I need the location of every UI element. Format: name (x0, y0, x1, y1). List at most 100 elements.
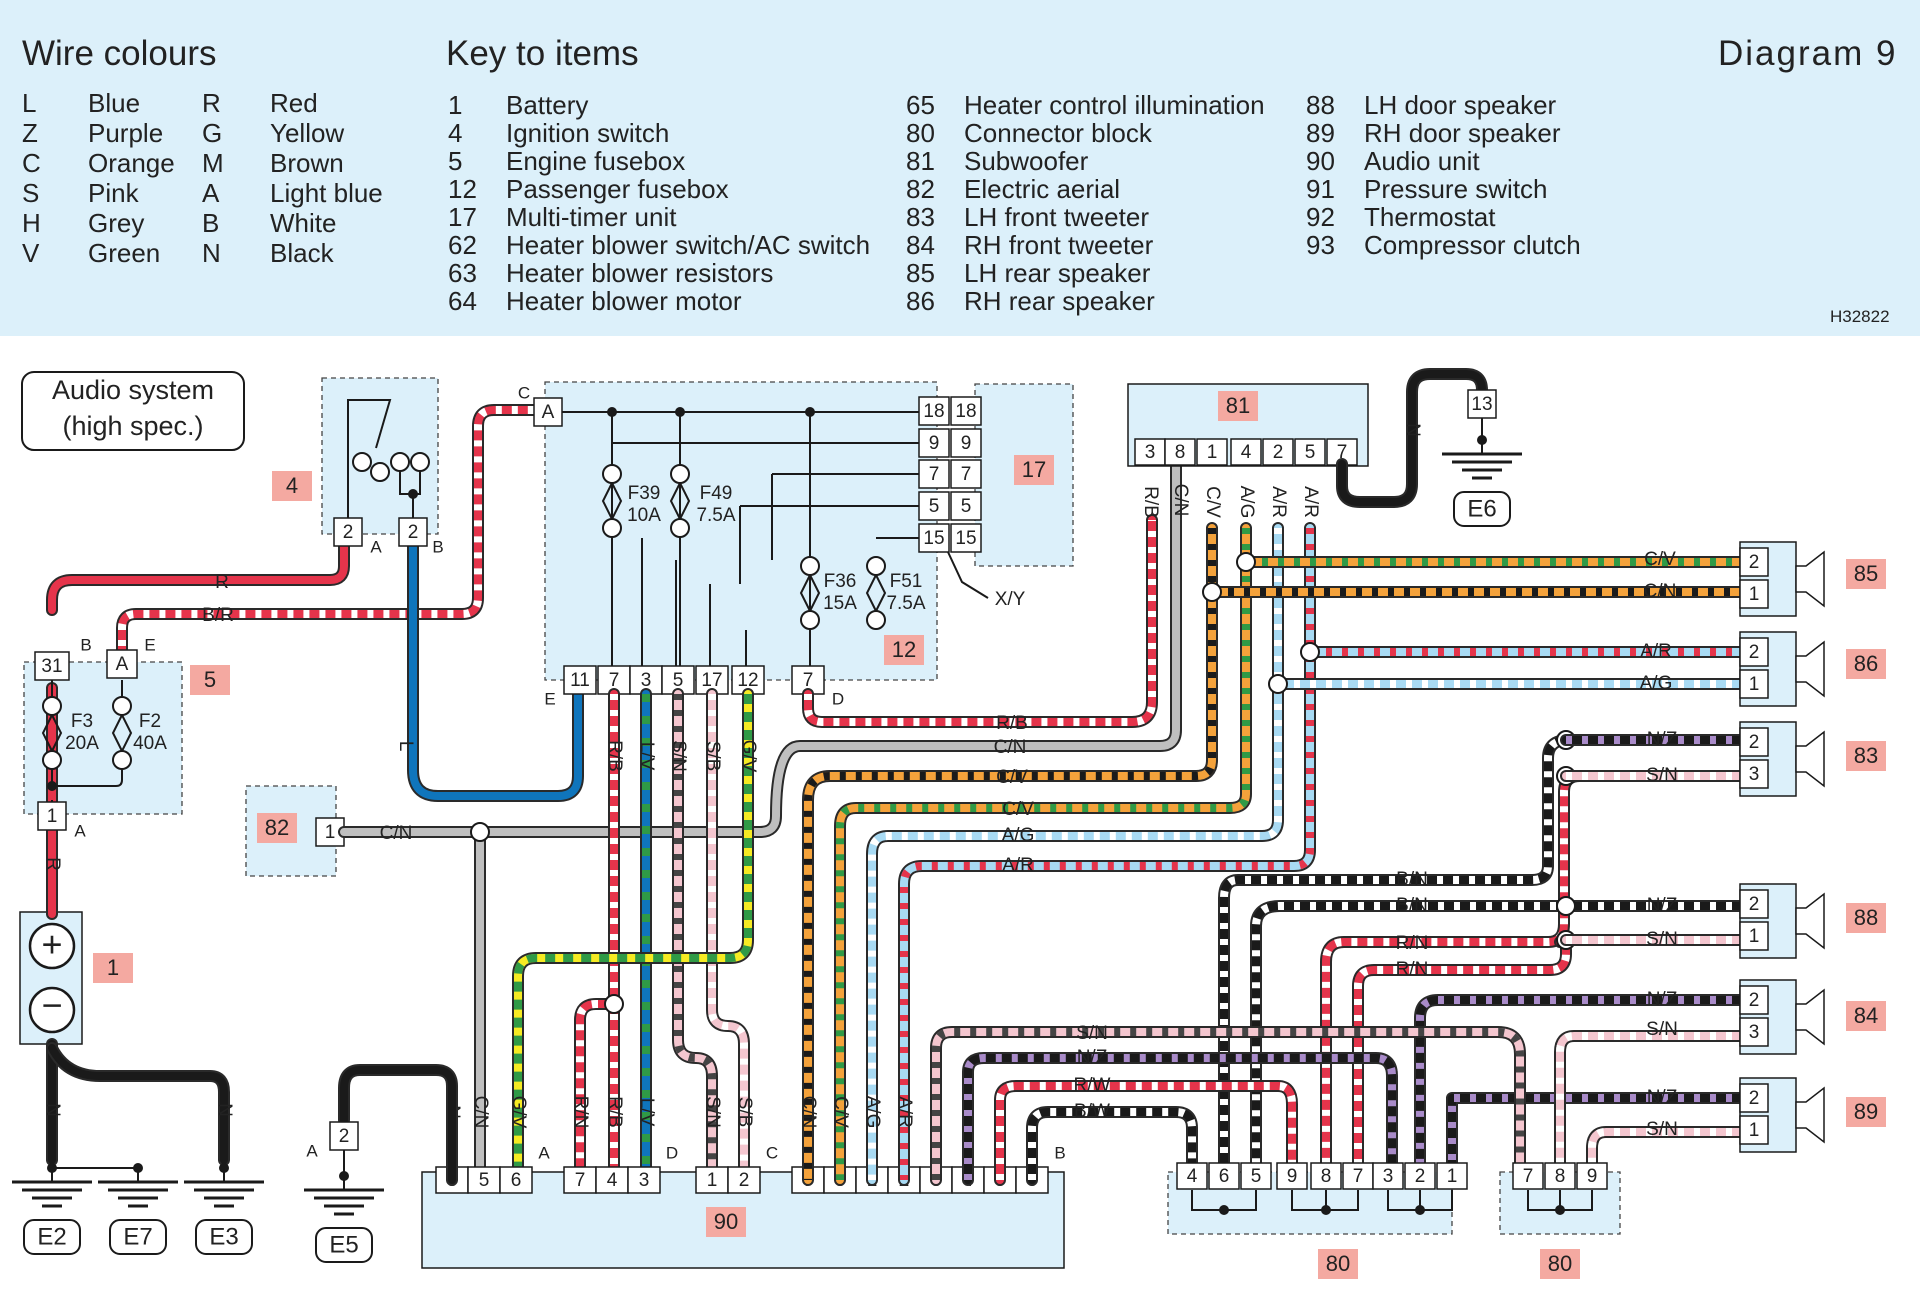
legend-header: Wire colours Key to items Diagram 9 H328… (0, 0, 1920, 336)
connector-80a-pin-5-label: 7 (1353, 1166, 1364, 1187)
wire-label-ar-unit: A/R (894, 1096, 915, 1128)
wire-label-rn-1: R/N (1396, 933, 1429, 954)
x-y-leader (947, 551, 989, 599)
audio-label-c: C (766, 1143, 778, 1162)
earth-e7-label-box (109, 1219, 167, 1255)
connector-80a-pin-4 (1310, 1162, 1342, 1190)
key-num: 81 (906, 146, 935, 176)
connector-80a-pin-1 (1208, 1162, 1240, 1190)
tag-12 (884, 635, 924, 665)
fuse-f36-id: F36 (824, 571, 857, 592)
earth-e5-pin (329, 1121, 359, 1151)
fuse-f49-bottom (670, 518, 690, 538)
wire-label-sb-top: S/B (702, 741, 723, 772)
connector-80a-pin-5 (1342, 1162, 1374, 1190)
pfb-bottom-pin-0 (563, 665, 597, 695)
wire-label-h-unit: C/N (470, 1096, 491, 1129)
fuse-f36 (799, 574, 821, 612)
audio-pin-5-label: 3 (639, 1170, 650, 1191)
wire-n-e3 (48, 1044, 228, 1164)
speaker-85-cone (1795, 550, 1825, 608)
connector-80a-pin-6 (1372, 1162, 1404, 1190)
colour-name: White (270, 208, 337, 238)
colour-name: Pink (88, 178, 139, 208)
wire-label-gv-top: G/V (738, 740, 759, 773)
fuse-f49 (669, 482, 691, 520)
connector-80a-pin-8-label: 1 (1447, 1166, 1458, 1187)
audio-pin-4-label: 4 (607, 1170, 618, 1191)
fuse-f51-id: F51 (890, 571, 923, 592)
pfb-pin-a-label: A (542, 402, 555, 423)
speaker-83-pin-1 (1739, 727, 1769, 757)
wire-label-sb-unit: S/B (734, 1097, 755, 1128)
subwoofer-pin-1 (1164, 438, 1196, 466)
pfb-pin-left-1-label: 9 (929, 433, 940, 454)
ignition-pin-2b-label: 2 (408, 522, 419, 543)
tag-17 (1014, 455, 1054, 485)
wire-label-ar-86: A/R (1640, 641, 1672, 662)
tag-89 (1846, 1097, 1886, 1127)
wire-label-bw-out: B/W (1074, 1101, 1110, 1122)
battery-minus-icon (28, 986, 76, 1034)
key-num: 82 (906, 174, 935, 204)
tag-17-label: 17 (1022, 457, 1046, 482)
subwoofer-pin-5-label: 5 (1305, 442, 1316, 463)
wire-label-ag-unit: A/G (862, 1096, 883, 1129)
speaker-85-pin-2 (1739, 579, 1769, 609)
wire-label-sn-top: S/N (668, 740, 689, 772)
wire-br-stripe (118, 406, 536, 662)
wire-bn-83-stripe (1220, 736, 1748, 1170)
subwoofer-pin-6-label: 7 (1337, 442, 1348, 463)
key-name: Connector block (964, 118, 1152, 148)
audio-label-a: A (538, 1143, 550, 1162)
key-name: RH front tweeter (964, 230, 1154, 260)
speaker-86-pin-2 (1739, 669, 1769, 699)
wire-label-cn: C/V (996, 767, 1028, 788)
fuse-f39-bottom (602, 518, 622, 538)
wire-label-rb-top: R/B (604, 740, 625, 772)
pfb-pin-left-0-label: 18 (923, 401, 944, 422)
tag-86-label: 86 (1854, 651, 1878, 676)
wire-nz-84-outline (1414, 994, 1754, 1176)
key-name: Audio unit (1364, 146, 1480, 176)
pfb-label-c: C (518, 383, 530, 402)
wire-label-rn-unit: R/N (570, 1096, 591, 1129)
wire-label-lv-top: L/V (636, 742, 657, 771)
fusebox-pin-31 (34, 651, 70, 681)
fuse-f51-bottom (866, 610, 886, 630)
tag-81 (1218, 391, 1258, 421)
key-num: 86 (906, 286, 935, 316)
key-num: 64 (448, 286, 477, 316)
wire-sb-stripe (708, 694, 748, 1180)
earth-e6-pin-label: 13 (1471, 394, 1492, 415)
key-num: 84 (906, 230, 935, 260)
wire-r-ignition-outline (46, 530, 350, 616)
speaker-86-cone (1795, 640, 1825, 698)
connector-80b-pin-1 (1544, 1162, 1576, 1190)
tag-80b (1540, 1249, 1580, 1279)
fuse-f36-rating: 15A (823, 593, 857, 614)
splice-nz-88 (1556, 896, 1576, 916)
key-name: Engine fusebox (506, 146, 686, 176)
earth-e5-label-a: A (306, 1141, 318, 1160)
wire-label-sn-unit: S/N (702, 1096, 723, 1128)
pfb-pin-right-4 (950, 523, 982, 553)
wire-sn-unit-stripe (674, 694, 716, 1180)
connector-80a-pin-1-label: 6 (1219, 1166, 1230, 1187)
key-name: LH front tweeter (964, 202, 1149, 232)
speaker-84-pin-2-label: 3 (1749, 1022, 1760, 1043)
key-name: Thermostat (1364, 202, 1496, 232)
fusebox-label-e: E (144, 635, 155, 654)
earth-e6-pin (1467, 389, 1497, 419)
tag-88-label: 88 (1854, 905, 1878, 930)
splice-rb (604, 994, 624, 1014)
fuse-f36-top (800, 556, 820, 576)
tag-80b-label: 80 (1548, 1251, 1572, 1276)
pfb-pin-left-2-label: 7 (929, 464, 940, 485)
audio-pin-2-label: 6 (511, 1170, 522, 1191)
wire-label-rb-mid: R/B (996, 713, 1028, 734)
speaker-83-pin-2-label: 3 (1749, 764, 1760, 785)
wire-label-rb-sub: R/B (1140, 486, 1161, 518)
tag-85 (1846, 559, 1886, 589)
connector-80b-pin-2 (1576, 1162, 1608, 1190)
